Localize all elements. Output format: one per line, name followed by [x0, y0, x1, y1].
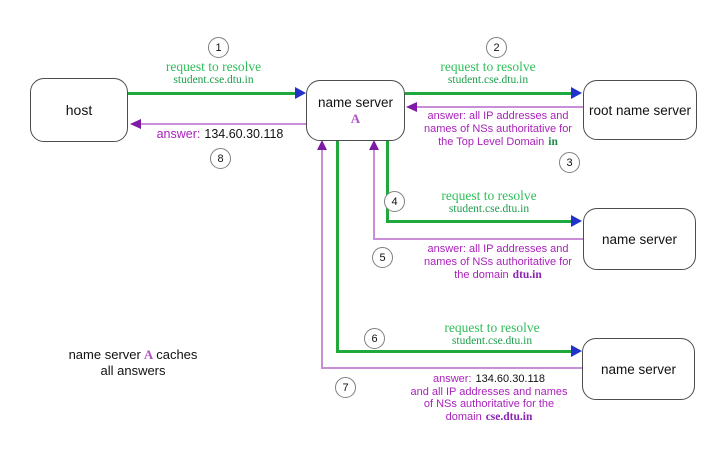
answer-3-arrowhead-icon — [406, 102, 417, 112]
answer-5-line-vertical — [373, 149, 375, 240]
answer-5-arrowhead-icon — [369, 140, 379, 150]
step-6-badge: 6 — [364, 328, 385, 349]
request-6-line — [336, 350, 572, 353]
name-server-a-accent: A — [350, 110, 361, 126]
answer-3-line — [417, 106, 583, 108]
request-2-text: request to resolve — [440, 59, 536, 74]
answer-7-line-vertical — [321, 149, 323, 369]
answer-7-arrowhead-icon — [317, 140, 327, 150]
name-server-3-label: name server — [600, 361, 677, 377]
caption-line2: all answers — [100, 363, 166, 378]
answer-5-line2: names of NSs authoritative for — [424, 256, 572, 268]
request-1-label: request to resolve student.cse.dtu.in — [131, 59, 296, 87]
step-5-badge: 5 — [372, 247, 393, 268]
request-4-hostname: student.cse.dtu.in — [448, 203, 530, 215]
request-4-text: request to resolve — [441, 188, 537, 203]
root-name-server-node: root name server — [583, 80, 697, 140]
step-3-badge: 3 — [559, 152, 580, 173]
answer-7-line1: answer:134.60.30.118 — [432, 373, 546, 385]
dtu-domain-text: dtu.in — [512, 269, 542, 281]
request-4-line — [386, 220, 572, 223]
request-6-arrowhead-icon — [571, 345, 582, 357]
request-1-hostname: student.cse.dtu.in — [173, 74, 254, 86]
name-server-a-label: name server — [317, 94, 394, 110]
cse-dtu-domain-text: cse.dtu.in — [485, 410, 533, 423]
answer-3-line1: answer: all IP addresses and — [427, 110, 569, 122]
answer-7-ip: 134.60.30.118 — [475, 373, 546, 385]
host-node-label: host — [65, 102, 93, 118]
step-8-badge: 8 — [210, 148, 231, 169]
request-4-label: request to resolve student.cse.dtu.in — [409, 188, 569, 216]
request-1-text: request to resolve — [165, 59, 262, 74]
request-1-arrowhead-icon — [295, 87, 306, 99]
step-1-badge: 1 — [208, 37, 229, 58]
step-4-badge: 4 — [384, 191, 405, 212]
answer-8-ip: 134.60.30.118 — [204, 127, 284, 141]
request-2-label: request to resolve student.cse.dtu.in — [408, 59, 568, 87]
answer-5-line — [373, 238, 583, 240]
request-4-line-vertical — [386, 141, 389, 223]
root-name-server-label: root name server — [588, 102, 692, 118]
request-6-text: request to resolve — [444, 320, 540, 335]
request-6-hostname: student.cse.dtu.in — [451, 335, 533, 347]
answer-8-line — [141, 123, 306, 125]
step-2-badge: 2 — [486, 37, 507, 58]
name-server-3-node: name server — [582, 338, 695, 400]
answer-7-line3: of NSs authoritative for the — [423, 398, 555, 410]
answer-3-line2: names of NSs authoritative for — [424, 123, 572, 135]
request-1-line — [128, 92, 296, 95]
name-server-a-node: name server A — [306, 80, 405, 141]
request-4-arrowhead-icon — [571, 215, 582, 227]
tld-domain-text: in — [548, 136, 558, 148]
answer-5-line1: answer: all IP addresses and — [427, 243, 569, 255]
request-6-label: request to resolve student.cse.dtu.in — [412, 320, 572, 348]
answer-8-label: answer:134.60.30.118 — [156, 127, 284, 141]
answer-7-line2: and all IP addresses and names — [410, 385, 568, 398]
answer-5-label: answer: all IP addresses and names of NS… — [407, 243, 589, 282]
caption-accent: A — [143, 347, 154, 362]
request-6-line-vertical — [336, 141, 339, 353]
answer-7-label: answer:134.60.30.118 and all IP addresse… — [389, 373, 589, 423]
request-2-hostname: student.cse.dtu.in — [447, 74, 529, 86]
request-2-arrowhead-icon — [571, 87, 582, 99]
answer-7-line — [321, 367, 582, 369]
name-server-2-label: name server — [601, 231, 678, 247]
request-2-line — [405, 92, 572, 95]
host-node: host — [30, 78, 128, 142]
name-server-2-node: name server — [583, 208, 696, 270]
answer-3-label: answer: all IP addresses and names of NS… — [407, 110, 589, 149]
step-7-badge: 7 — [335, 377, 356, 398]
answer-8-arrowhead-icon — [130, 119, 141, 129]
